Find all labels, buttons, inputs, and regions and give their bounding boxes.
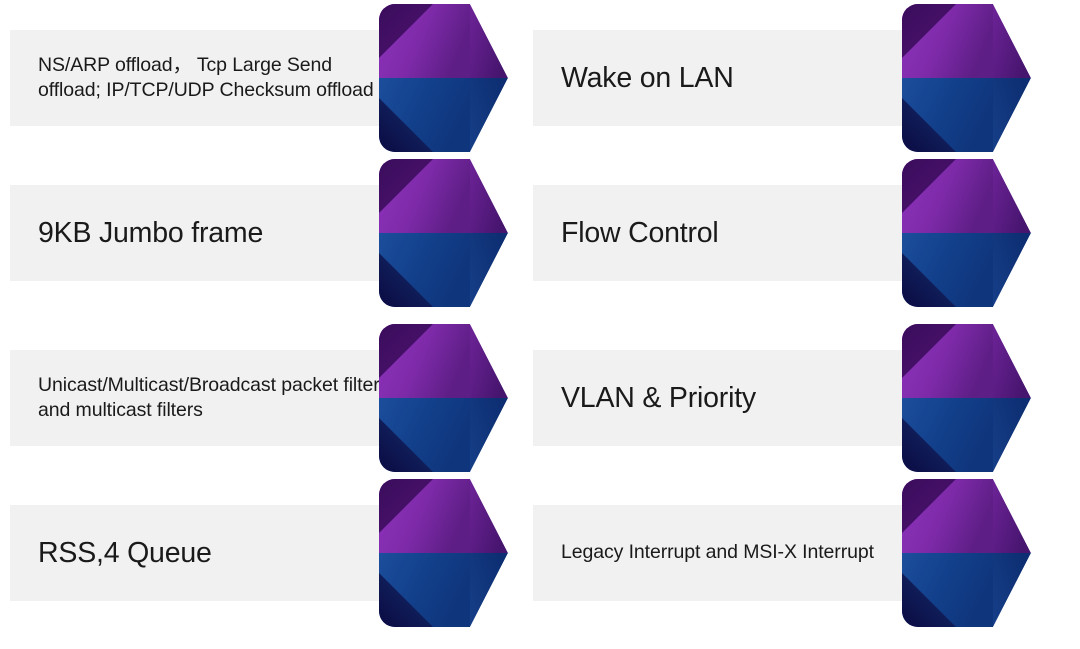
- chevron-right-3d-icon-vlan-priority: [900, 322, 1031, 474]
- item-label-jumbo-frame: 9KB Jumbo frame: [38, 217, 264, 249]
- label-plate: NS/ARP offload， Tcp Large Send offload; …: [10, 30, 420, 126]
- chevron-right-3d-icon-offload: [377, 2, 508, 154]
- label-plate: RSS,4 Queue: [10, 505, 420, 601]
- chevron-callout-item-interrupt[interactable]: Legacy Interrupt and MSI-X Interrupt: [523, 475, 1031, 630]
- chevron-right-3d-icon-jumbo-frame: [377, 157, 508, 309]
- item-label-vlan-priority: VLAN & Priority: [561, 382, 756, 414]
- label-plate: Wake on LAN: [533, 30, 943, 126]
- label-plate: Legacy Interrupt and MSI-X Interrupt: [533, 505, 943, 601]
- item-label-flow-control: Flow Control: [561, 217, 719, 249]
- chevron-callout-item-rss-queue[interactable]: RSS,4 Queue: [0, 475, 508, 630]
- chevron-callout-item-vlan-priority[interactable]: VLAN & Priority: [523, 320, 1031, 475]
- chevron-callout-item-offload[interactable]: NS/ARP offload， Tcp Large Send offload; …: [0, 0, 508, 155]
- item-label-offload: NS/ARP offload， Tcp Large Send offload; …: [38, 53, 374, 102]
- item-label-wake-on-lan: Wake on LAN: [561, 62, 734, 94]
- label-plate: VLAN & Priority: [533, 350, 943, 446]
- chevron-right-3d-icon-wake-on-lan: [900, 2, 1031, 154]
- label-plate: 9KB Jumbo frame: [10, 185, 420, 281]
- chevron-right-3d-icon-packet-filter: [377, 322, 508, 474]
- item-label-rss-queue: RSS,4 Queue: [38, 537, 212, 569]
- chevron-callout-item-flow-control[interactable]: Flow Control: [523, 155, 1031, 310]
- chevron-callout-item-jumbo-frame[interactable]: 9KB Jumbo frame: [0, 155, 508, 310]
- item-label-interrupt: Legacy Interrupt and MSI-X Interrupt: [561, 541, 874, 564]
- label-plate: Flow Control: [533, 185, 943, 281]
- chevron-right-3d-icon-flow-control: [900, 157, 1031, 309]
- chevron-right-3d-icon-rss-queue: [377, 477, 508, 629]
- chevron-callout-item-wake-on-lan[interactable]: Wake on LAN: [523, 0, 1031, 155]
- label-plate: Unicast/Multicast/Broadcast packet filte…: [10, 350, 420, 446]
- item-label-packet-filter: Unicast/Multicast/Broadcast packet filte…: [38, 373, 384, 422]
- chevron-right-3d-icon-interrupt: [900, 477, 1031, 629]
- chevron-callout-item-packet-filter[interactable]: Unicast/Multicast/Broadcast packet filte…: [0, 320, 508, 475]
